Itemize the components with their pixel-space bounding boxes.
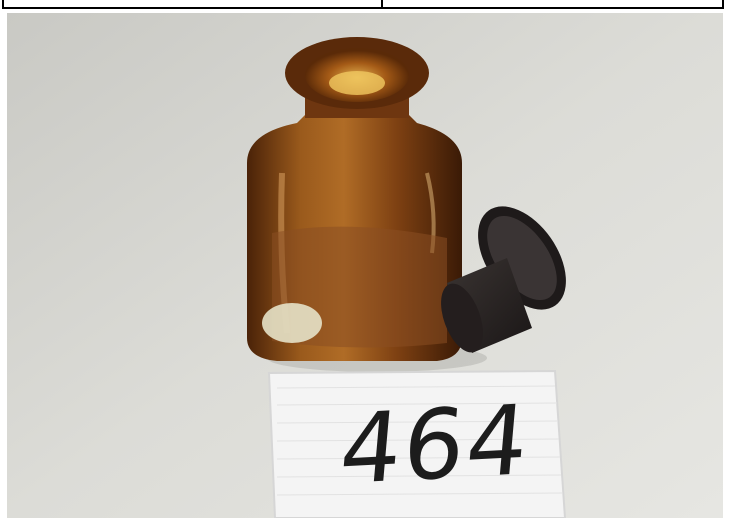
label-card: [267, 369, 567, 518]
table-border-strip: [2, 0, 724, 9]
photo-illustration: [7, 13, 723, 518]
label-card-number: 464: [335, 383, 535, 507]
photo: [7, 13, 723, 518]
glass-stopper: [441, 206, 566, 353]
amber-bottle: [247, 37, 462, 361]
table-divider: [381, 0, 383, 9]
